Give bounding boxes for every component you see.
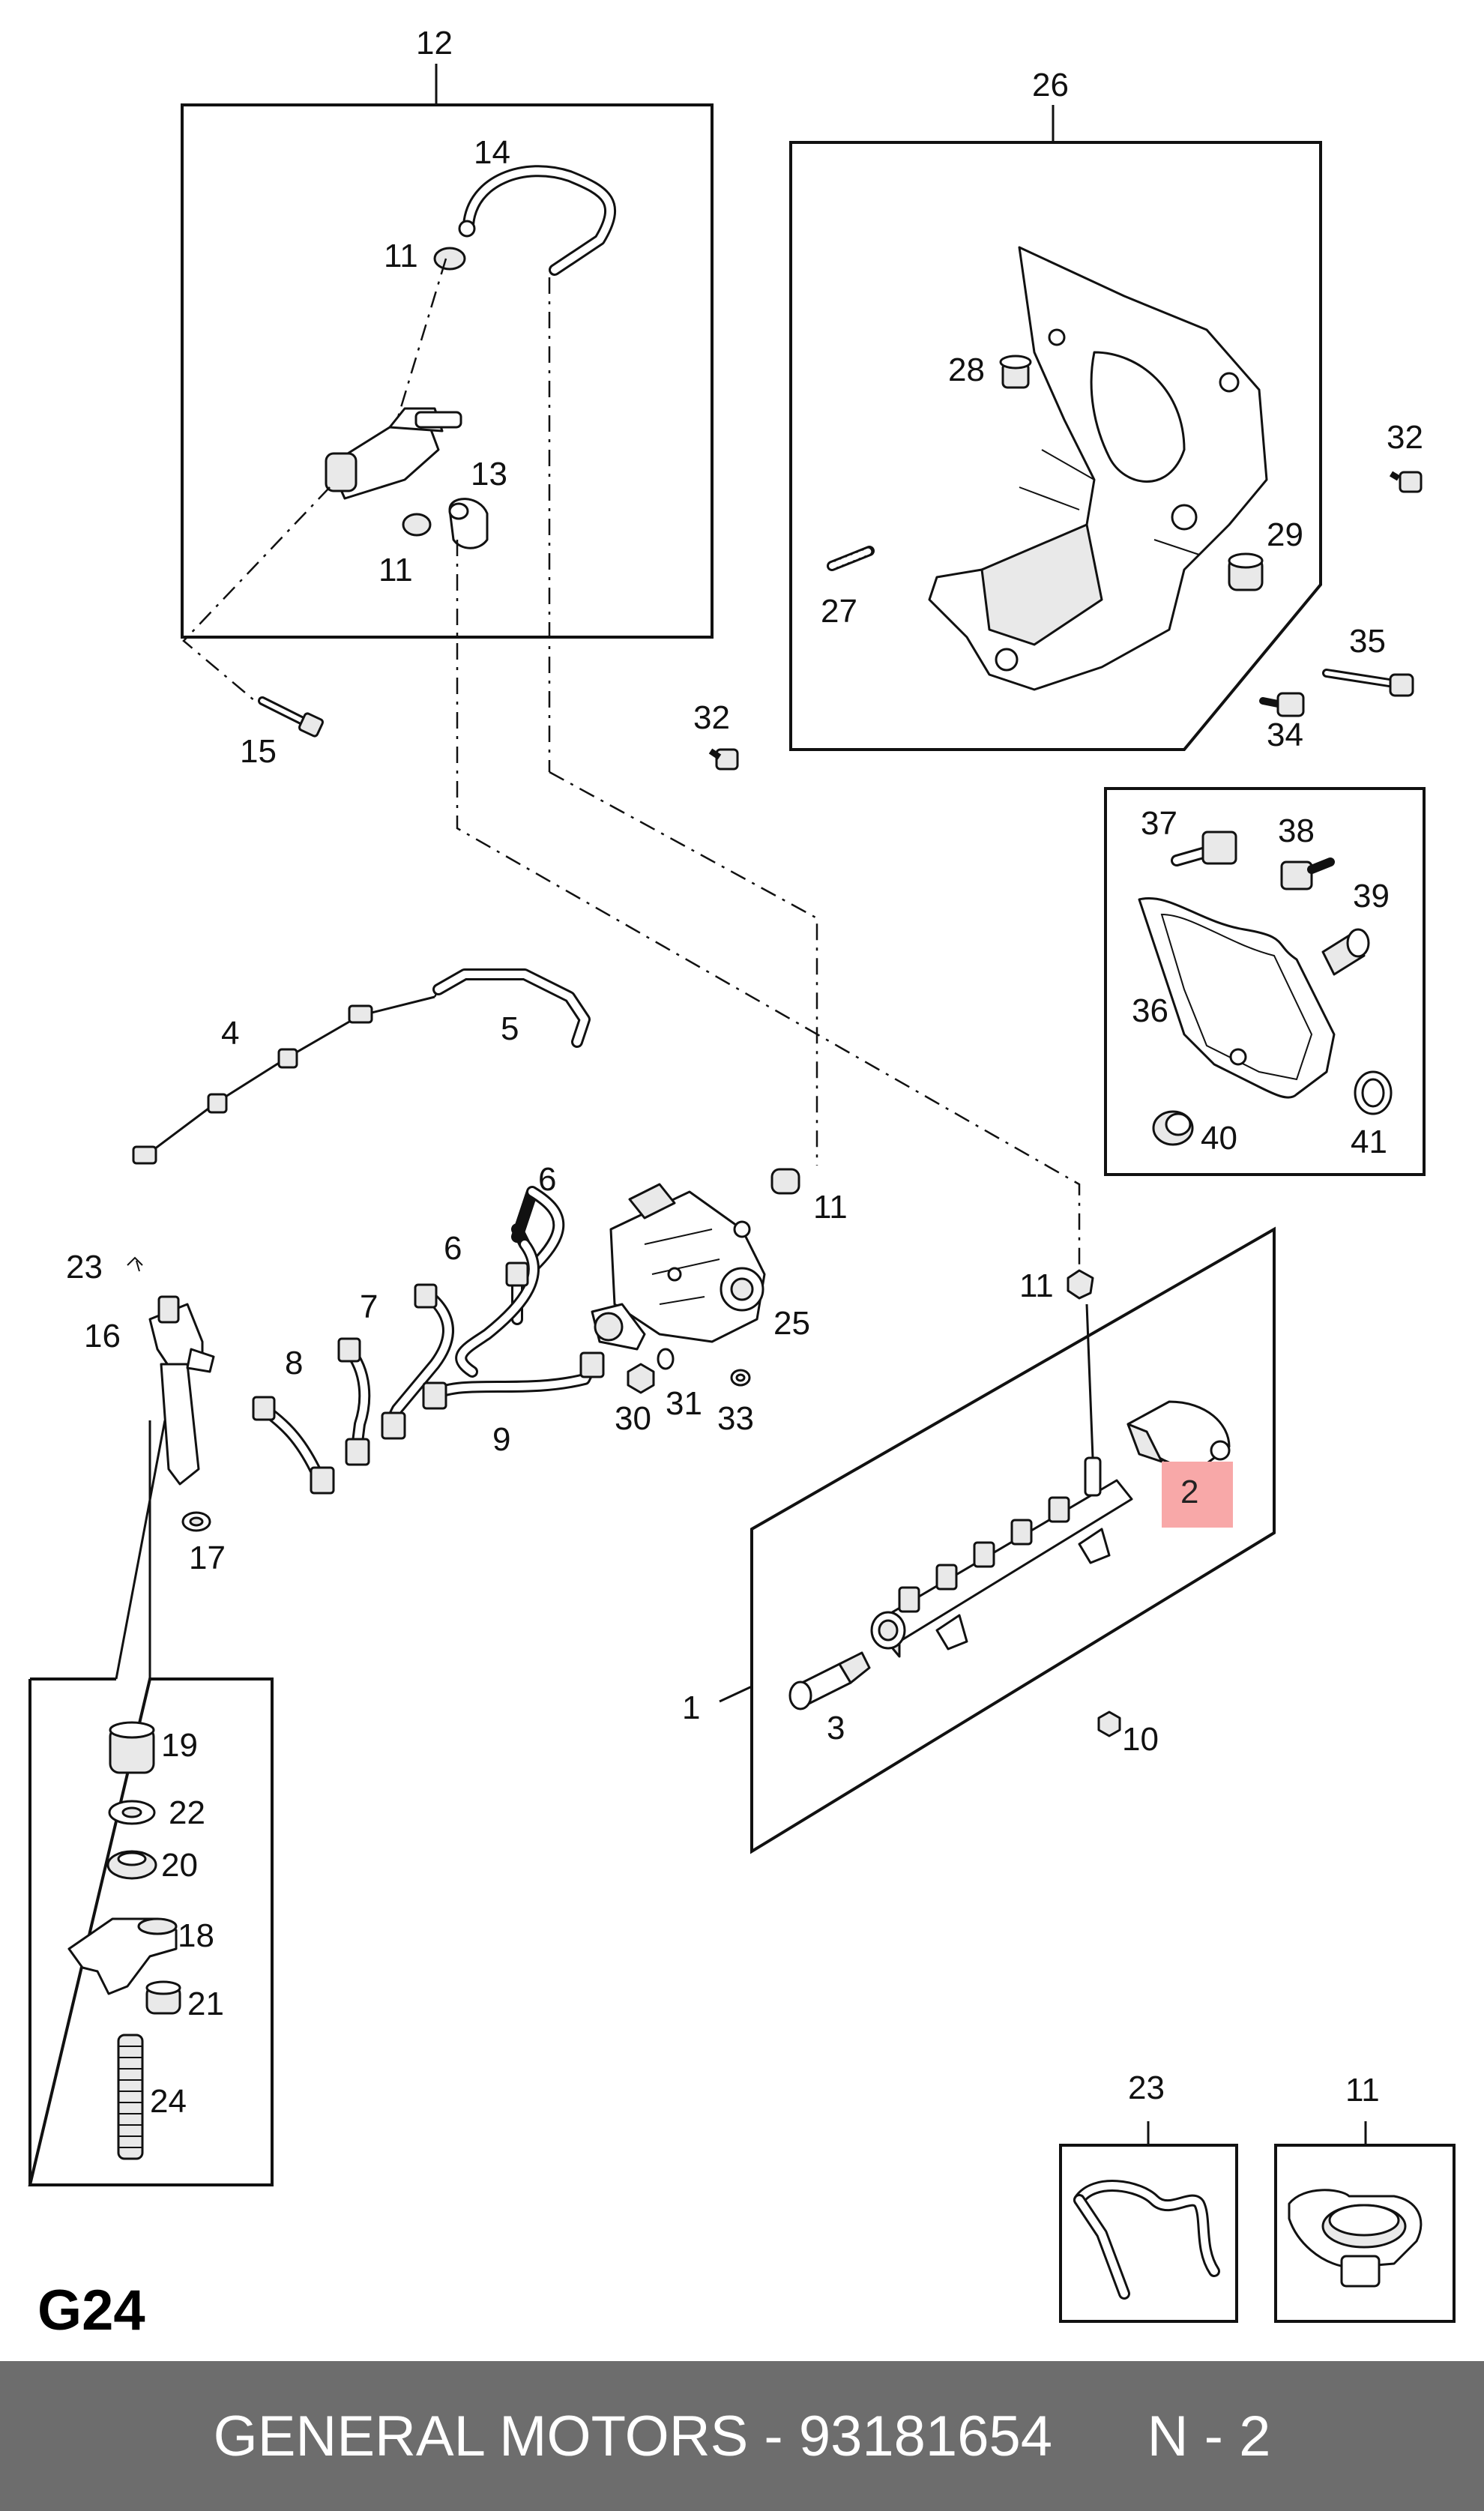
label-25: 25 bbox=[773, 1305, 810, 1342]
label-2: 2 bbox=[1180, 1474, 1198, 1510]
label-30: 30 bbox=[615, 1400, 651, 1437]
label-15: 15 bbox=[240, 733, 277, 770]
box-26 bbox=[789, 105, 1322, 751]
washers-30-31-33 bbox=[627, 1348, 751, 1394]
label-27: 27 bbox=[821, 593, 857, 630]
label-6: 6 bbox=[444, 1230, 462, 1267]
pump-25 bbox=[591, 1168, 800, 1351]
box-rail-1 bbox=[719, 1226, 1276, 1854]
label-34: 34 bbox=[1267, 717, 1303, 753]
box-23 bbox=[1059, 2121, 1238, 2323]
label-39: 39 bbox=[1353, 878, 1390, 914]
label-35: 35 bbox=[1349, 623, 1386, 660]
label-8: 8 bbox=[285, 1345, 303, 1381]
section-code: G24 bbox=[37, 2279, 145, 2342]
label-13: 13 bbox=[471, 456, 507, 492]
bolt-34 bbox=[1259, 692, 1305, 717]
label-21: 21 bbox=[187, 1986, 224, 2022]
label-28: 28 bbox=[948, 352, 985, 388]
label-18: 18 bbox=[178, 1917, 214, 1954]
label-31: 31 bbox=[666, 1385, 702, 1422]
bolt-15 bbox=[258, 696, 325, 738]
label-33: 33 bbox=[717, 1400, 754, 1437]
label-23: 23 bbox=[66, 1249, 103, 1285]
leak-off-pipe-4-5 bbox=[132, 968, 591, 1165]
box-36 bbox=[1104, 787, 1426, 1176]
label-4: 4 bbox=[221, 1015, 239, 1052]
injector-pipes bbox=[252, 1186, 605, 1495]
label-6: 6 bbox=[538, 1161, 556, 1198]
label-20: 20 bbox=[161, 1847, 198, 1884]
bolt-35 bbox=[1322, 669, 1414, 697]
box-12 bbox=[181, 64, 714, 772]
label-11: 11 bbox=[378, 552, 413, 588]
label-32: 32 bbox=[693, 699, 730, 736]
part-labels: 12 14 11 13 11 15 26 28 32 29 27 35 32 3… bbox=[37, 25, 1423, 2342]
label-26: 26 bbox=[1032, 67, 1069, 103]
label-14: 14 bbox=[474, 134, 510, 171]
highlight-part-2 bbox=[1162, 1462, 1233, 1528]
label-11: 11 bbox=[813, 1189, 848, 1226]
label-9: 9 bbox=[492, 1421, 510, 1458]
label-36: 36 bbox=[1132, 992, 1168, 1029]
injector-16 bbox=[115, 1256, 215, 1680]
bolt-32-mid bbox=[708, 748, 739, 771]
label-7: 7 bbox=[360, 1288, 378, 1325]
box-injector-kit bbox=[28, 1677, 274, 2186]
label-1: 1 bbox=[682, 1689, 700, 1726]
footer: GENERAL MOTORS - 93181654 N - 2 bbox=[0, 2361, 1484, 2511]
bolt-32-top bbox=[1389, 471, 1423, 493]
label-11: 11 bbox=[1019, 1267, 1054, 1304]
label-3: 3 bbox=[827, 1710, 845, 1746]
label-5: 5 bbox=[501, 1010, 519, 1047]
footer-part-number: GENERAL MOTORS - 93181654 N - 2 bbox=[213, 2404, 1271, 2468]
label-19: 19 bbox=[161, 1727, 198, 1764]
label-11: 11 bbox=[1345, 2072, 1380, 2108]
label-16: 16 bbox=[84, 1318, 121, 1354]
label-22: 22 bbox=[169, 1794, 205, 1831]
label-17: 17 bbox=[189, 1540, 226, 1576]
label-11: 11 bbox=[384, 238, 418, 274]
box-11 bbox=[1274, 2121, 1456, 2323]
label-41: 41 bbox=[1351, 1124, 1387, 1160]
label-37: 37 bbox=[1141, 805, 1177, 842]
label-40: 40 bbox=[1201, 1120, 1237, 1157]
label-23: 23 bbox=[1128, 2070, 1165, 2106]
label-29: 29 bbox=[1267, 516, 1303, 553]
label-12: 12 bbox=[416, 25, 453, 61]
label-10: 10 bbox=[1122, 1721, 1159, 1758]
footer-bar bbox=[0, 2361, 1484, 2511]
dashed-routing bbox=[182, 486, 1081, 1270]
label-24: 24 bbox=[150, 2083, 187, 2120]
label-38: 38 bbox=[1278, 813, 1315, 849]
label-32: 32 bbox=[1387, 419, 1423, 456]
